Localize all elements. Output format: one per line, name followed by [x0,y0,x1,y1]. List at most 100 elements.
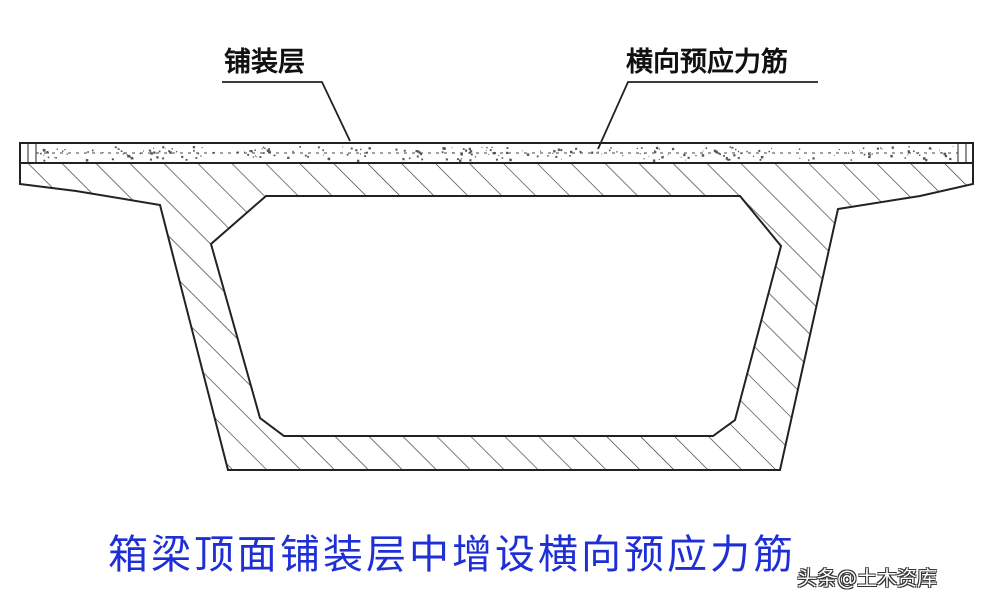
speckle [201,147,203,149]
speckle [851,150,854,152]
speckle [40,152,42,155]
speckle [506,151,509,154]
speckle [85,159,89,162]
speckle [395,148,398,151]
speckle [114,146,117,149]
speckle [317,146,320,149]
speckle [402,158,405,161]
speckle [127,156,129,158]
speckle [254,155,256,157]
speckle [913,150,915,153]
paving-layer-label: 铺装层 [224,47,305,78]
speckle [891,146,894,149]
speckle [952,146,954,147]
speckle [498,154,500,156]
speckle [442,147,445,150]
speckle [494,152,496,154]
speckle [468,147,471,150]
watermark: 头条@土木资库 [797,566,937,590]
speckle [56,148,58,150]
speckle [570,150,573,154]
speckle [943,152,947,156]
speckle [120,150,123,152]
speckle [460,153,463,156]
speckle [421,158,424,161]
speckle [723,155,725,157]
speckle [249,150,251,152]
speckle [945,155,947,157]
speckle [149,158,152,161]
speckle [622,155,624,157]
speckle [671,147,675,151]
speckle [601,153,603,155]
speckle [922,157,926,160]
speckle [876,147,879,150]
speckle [359,153,362,155]
speckle [746,150,748,153]
speckle [536,155,539,158]
speckle [640,147,643,149]
box-cell-void [209,195,783,437]
speckle [193,149,195,152]
speckle [162,146,165,149]
speckle [569,155,571,157]
speckle [687,156,690,159]
speckle [658,159,660,161]
speckle [43,159,46,162]
speckle [87,151,89,153]
speckle [117,148,120,150]
speckle [459,159,462,162]
speckle [55,157,57,159]
speckle [158,150,161,153]
speckle [129,156,131,158]
transverse-tendon-leader [597,81,818,150]
speckle [667,154,669,156]
speckle [43,154,45,156]
speckle [268,148,270,150]
speckle [43,149,46,152]
speckle [364,155,366,157]
speckle [322,149,324,152]
speckle [192,146,196,149]
speckle [862,147,865,149]
speckle [834,155,835,156]
speckle [737,150,740,153]
speckle [758,149,761,152]
speckle [610,147,612,149]
speckle [799,157,801,159]
speckle [727,158,730,161]
speckle [64,149,66,151]
speckle [555,155,558,158]
speckle [908,146,910,148]
speckle [263,152,265,154]
speckle [481,146,483,148]
speckle [274,154,276,156]
speckle [342,146,344,148]
speckle [200,155,202,157]
speckle [460,158,462,160]
speckle [713,149,717,153]
speckle [47,151,49,154]
speckle [197,152,199,155]
transverse-tendon-label: 横向预应力筋 [626,46,788,78]
speckle [462,148,465,150]
speckle [304,154,307,157]
speckle [907,154,909,156]
speckle [753,155,755,157]
speckle [506,147,509,149]
speckle [469,150,473,153]
speckle [871,153,873,155]
speckle [415,150,418,153]
speckle [299,146,301,148]
speckle [132,158,134,160]
speckle [368,147,371,150]
speckle [597,151,599,153]
speckle [416,155,419,158]
speckle [658,148,660,150]
speckle [715,150,718,154]
speckle [636,147,638,150]
speckle [261,148,263,150]
speckle [162,157,165,160]
speckle [759,159,761,161]
